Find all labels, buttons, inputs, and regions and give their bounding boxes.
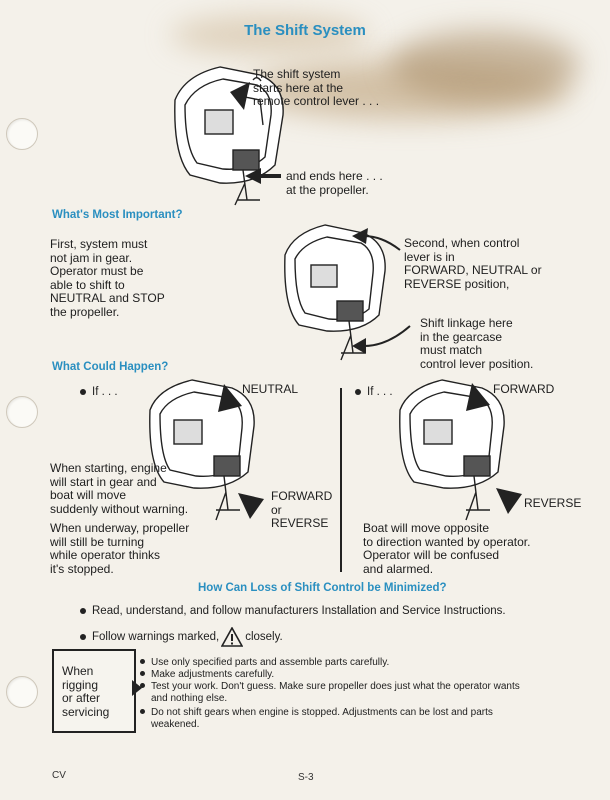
binder-hole (6, 118, 38, 150)
list-item: Do not shift gears when engine is stoppe… (140, 707, 493, 719)
list-item: Make adjustments carefully. (140, 669, 274, 681)
arrow-icon (238, 493, 264, 519)
arrow-icon (230, 82, 250, 110)
arrow-icon (466, 383, 490, 411)
boat-illustration (284, 224, 386, 361)
page-number: S-3 (298, 772, 314, 783)
arrow-icon (352, 325, 411, 354)
bullet-read-instructions: Read, understand, and follow manufacture… (80, 605, 506, 617)
list-item-continued: weakened. (151, 719, 200, 730)
label-reverse: REVERSE (524, 496, 582, 510)
paper-stain (170, 15, 370, 55)
bullet-follow-warnings: Follow warnings marked, closely. (80, 627, 283, 647)
heading-minimize: How Can Loss of Shift Control be Minimiz… (198, 582, 447, 594)
heading-happen: What Could Happen? (52, 361, 169, 373)
binder-hole (6, 396, 38, 428)
arrow-icon (245, 168, 281, 184)
label-forward: FORWARD (493, 382, 555, 396)
heading-important: What's Most Important? (52, 209, 183, 221)
paper-stain (390, 30, 580, 100)
top-callout-2: and ends here . . .at the propeller. (286, 169, 383, 197)
arrow-icon (218, 384, 242, 412)
warning-triangle-icon (221, 627, 244, 647)
list-item: Test your work. Don't guess. Make sure p… (140, 681, 520, 693)
list-item: Use only specified parts and assemble pa… (140, 657, 389, 669)
arrow-icon (132, 680, 142, 696)
arrow-icon (352, 228, 401, 251)
page-title: The Shift System (244, 22, 366, 39)
binder-hole (6, 676, 38, 708)
left-if: If . . . (80, 386, 118, 398)
divider (340, 388, 342, 572)
arrow-icon (496, 488, 522, 514)
footer-code: CV (52, 770, 66, 781)
right-if: If . . . (355, 386, 393, 398)
boat-illustration (174, 66, 284, 206)
label-neutral: NEUTRAL (242, 382, 299, 396)
list-item-continued: and nothing else. (151, 693, 228, 704)
